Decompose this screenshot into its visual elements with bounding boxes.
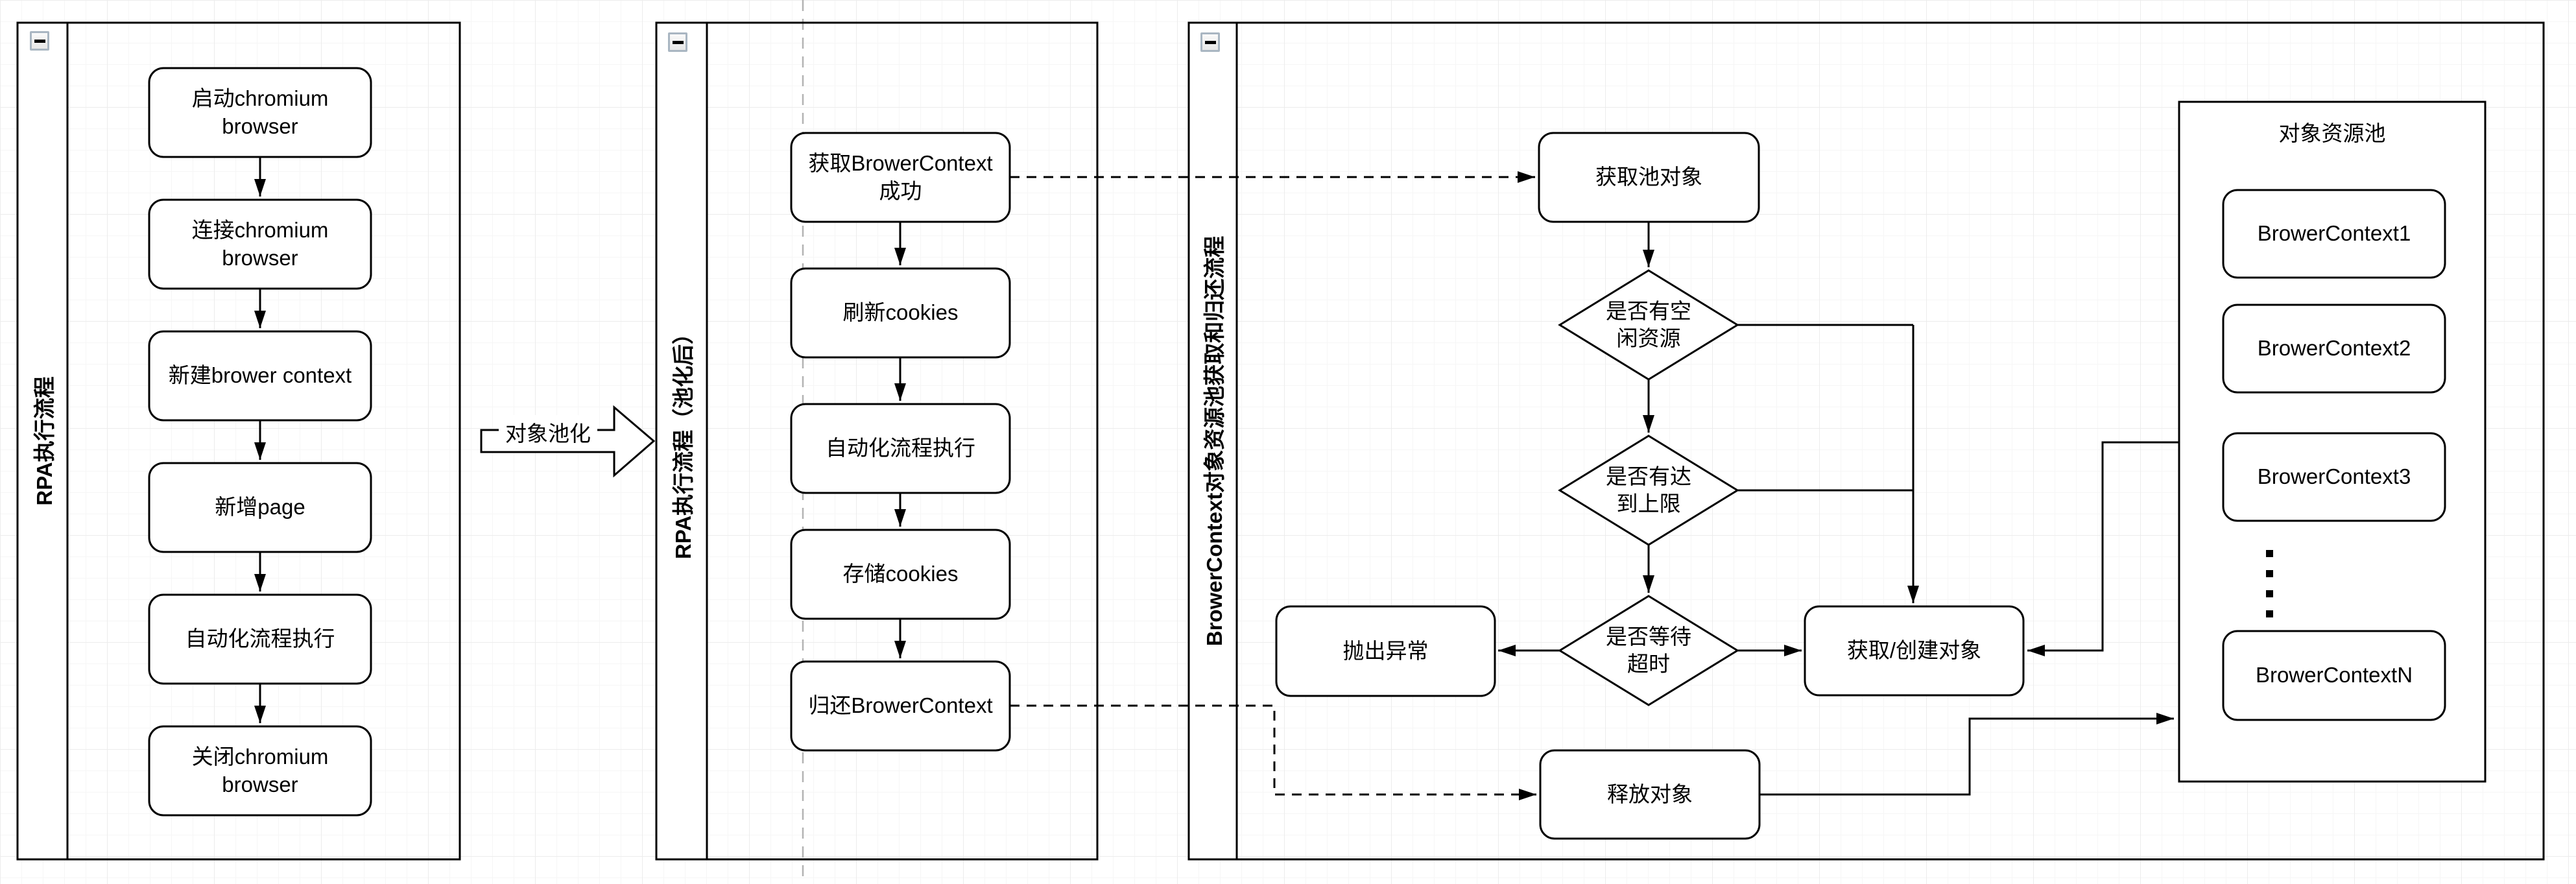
node-new-browser-context-label: 新建brower context [168,363,352,388]
node-close-chromium[interactable] [148,725,372,817]
node-get-create-object-label: 获取/创建对象 [1846,638,1982,663]
minus-icon [672,40,684,44]
pool-item-browercontext2[interactable] [2222,304,2446,394]
pool-item-browercontextn[interactable] [2222,630,2446,721]
edge-release-to-pool [1759,713,2174,796]
lane2-container[interactable] [655,21,1099,861]
pool-item-browercontext3[interactable] [2222,432,2446,522]
lane3-container[interactable] [1187,21,2545,861]
minus-icon [34,39,45,43]
decision-wait-timeout-label: 是否等待 超时 [1606,624,1691,676]
decision-idle-resource-label: 是否有空 闲资源 [1606,298,1691,350]
node-automation-run-2-label: 自动化流程执行 [826,436,975,460]
edge-dashed-return-context-to-release [1010,704,1536,800]
node-get-browercontext-success-label: 获取BrowerContext 成功 [808,151,993,203]
node-refresh-cookies-label: 刷新cookies [842,300,959,325]
pool-item-browercontext1[interactable] [2222,189,2446,279]
lane1-title-strip[interactable] [18,23,67,859]
pool-ellipsis-dots-icon [2266,550,2273,617]
pool-item-browercontext3-label: BrowerContext3 [2257,464,2411,489]
lane1-container[interactable] [16,21,461,861]
minus-icon [1204,40,1216,44]
lane3-title-strip[interactable] [1189,23,1237,859]
node-get-pool-object-label: 获取池对象 [1595,165,1702,189]
lane3-title: BrowerContext对象资源池获取和归还流程 [1202,235,1226,647]
pool-item-browercontext1-label: BrowerContext1 [2257,221,2411,246]
node-store-cookies-label: 存储cookies [842,562,959,586]
lane2-collapse-button[interactable] [668,32,687,52]
lane2-title-strip[interactable] [656,23,707,859]
node-return-browercontext-label: 归还BrowerContext [808,693,993,718]
pool-item-browercontextn-label: BrowerContextN [2255,663,2413,687]
node-connect-chromium-label: 连接chromium browser [191,218,329,270]
node-automation-run-1-label: 自动化流程执行 [185,627,335,651]
transition-label: 对象池化 [499,415,597,449]
edge-pool-to-create-object [2027,441,2179,656]
lane2-title: RPA执行流程（池化后） [671,322,695,560]
node-start-chromium-label: 启动chromium browser [191,86,329,138]
decision-reached-limit-label: 是否有达 到上限 [1606,464,1691,516]
node-throw-exception-label: 抛出异常 [1342,638,1429,663]
node-throw-exception[interactable] [1275,605,1496,697]
lane1-title: RPA执行流程 [32,376,56,506]
pool-item-browercontext2-label: BrowerContext2 [2257,336,2411,361]
node-release-object-label: 释放对象 [1607,782,1693,806]
edge-decisions-to-create [1737,324,1913,603]
lane3-collapse-button[interactable] [1200,32,1220,52]
lane1-collapse-button[interactable] [30,31,49,51]
node-new-page-label: 新增page [215,495,305,520]
node-close-chromium-label: 关闭chromium browser [191,745,329,796]
object-pool-title: 对象资源池 [2278,121,2386,145]
